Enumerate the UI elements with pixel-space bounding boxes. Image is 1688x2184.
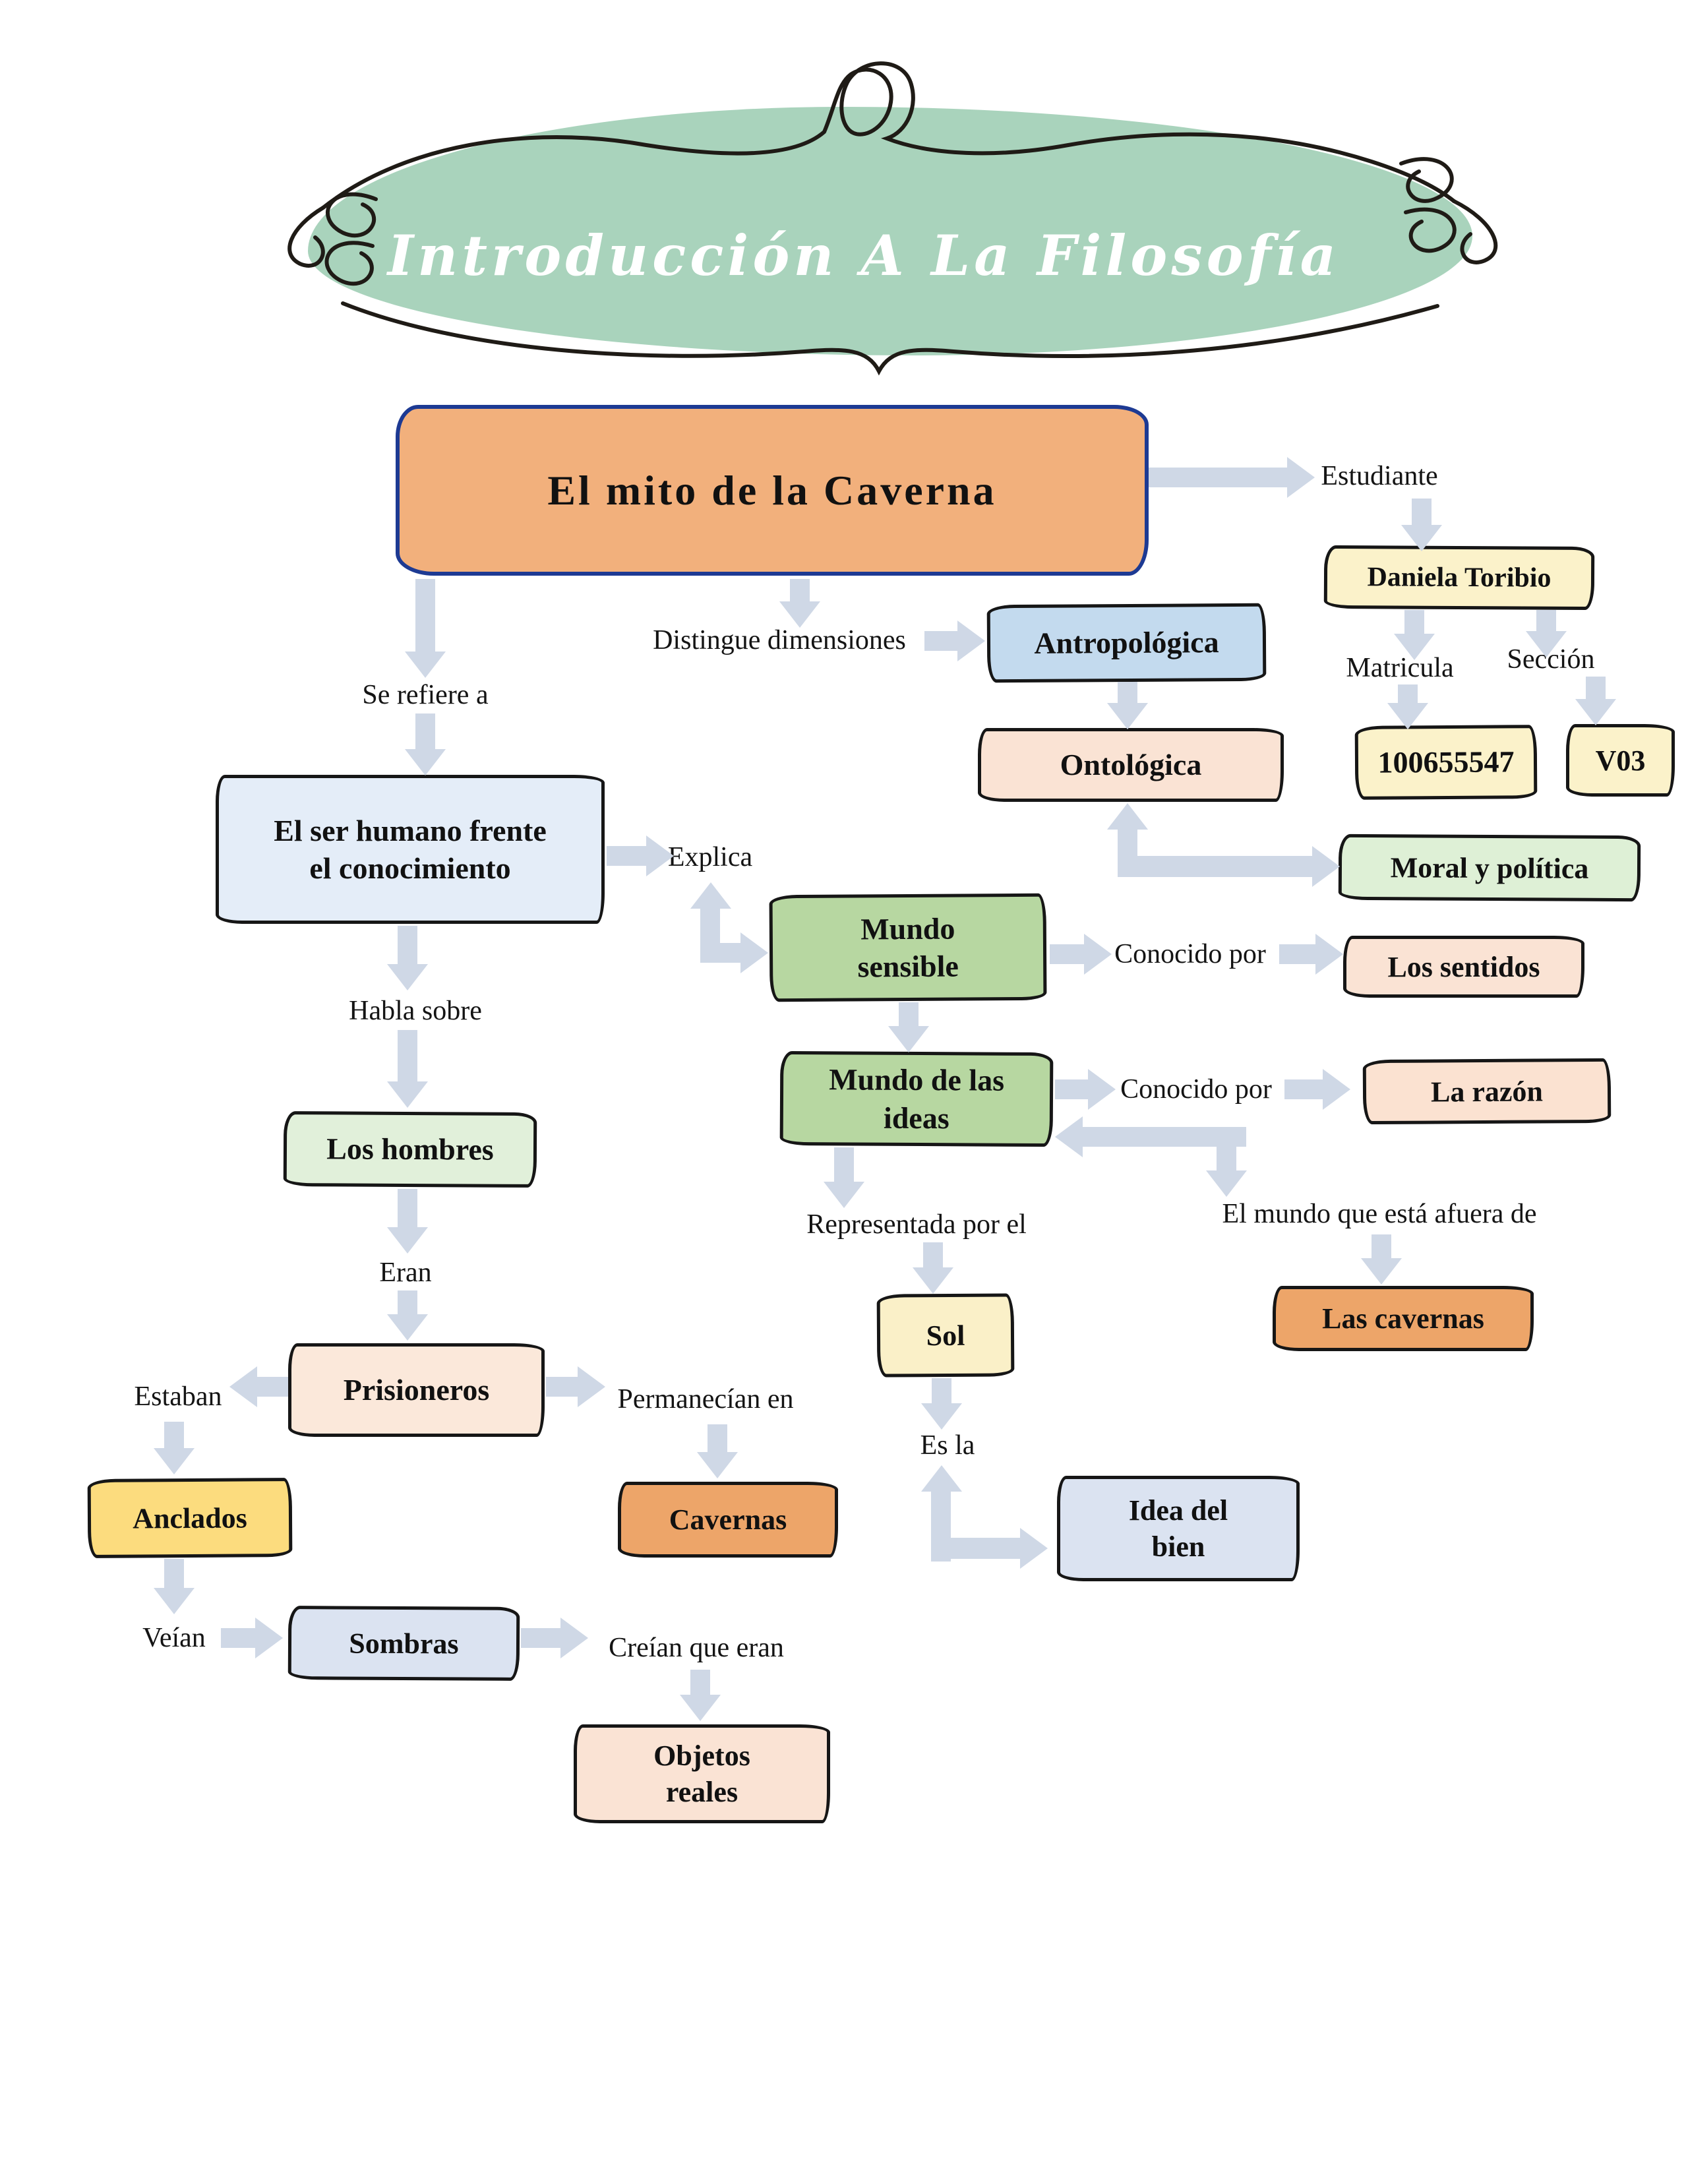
node-label: Prisioneros xyxy=(343,1373,490,1407)
label-explica: Explica xyxy=(667,842,753,872)
node-las-cavernas: Las cavernas xyxy=(1273,1286,1534,1351)
node-label: El mito de la Caverna xyxy=(547,466,997,514)
node-label-line1: Mundo de las xyxy=(829,1062,1005,1097)
label-creian: Creían que eran xyxy=(609,1633,784,1663)
node-label: Moral y política xyxy=(1390,851,1589,885)
node-moral-y-politica: Moral y política xyxy=(1338,834,1641,902)
label-conocido-por-2: Conocido por xyxy=(1120,1074,1272,1105)
node-label: Los sentidos xyxy=(1387,950,1540,983)
node-la-razon: La razón xyxy=(1362,1058,1612,1125)
label-estaban: Estaban xyxy=(134,1381,222,1412)
node-label: Sombras xyxy=(349,1627,459,1660)
node-sombras: Sombras xyxy=(287,1606,520,1681)
node-los-sentidos: Los sentidos xyxy=(1343,936,1584,998)
title-cloud xyxy=(308,107,1472,355)
label-veian: Veían xyxy=(142,1623,206,1653)
node-label-line2: ideas xyxy=(883,1101,950,1135)
node-seccion-value: V03 xyxy=(1566,724,1675,797)
node-el-mito-de-la-caverna: El mito de la Caverna xyxy=(396,405,1149,576)
label-habla-sobre: Habla sobre xyxy=(349,996,482,1026)
label-representada: Representada por el xyxy=(806,1209,1027,1240)
label-permanecian: Permanecían en xyxy=(617,1384,794,1414)
node-label-line2: reales xyxy=(665,1776,738,1808)
node-idea-del-bien: Idea del bien xyxy=(1057,1476,1300,1581)
node-label: Las cavernas xyxy=(1322,1302,1484,1335)
node-label: La razón xyxy=(1430,1074,1544,1108)
node-label-line2: el conocimiento xyxy=(309,851,511,885)
node-los-hombres: Los hombres xyxy=(283,1110,537,1188)
label-distingue: Distingue dimensiones xyxy=(653,625,906,655)
node-sol: Sol xyxy=(876,1293,1015,1378)
node-prisioneros: Prisioneros xyxy=(288,1343,545,1437)
node-ser-humano: El ser humano frente el conocimiento xyxy=(216,775,605,924)
node-objetos-reales: Objetos reales xyxy=(574,1724,830,1823)
node-daniela-toribio: Daniela Toribio xyxy=(1323,545,1595,611)
node-label: Ontológica xyxy=(1060,748,1202,782)
label-se-refiere: Se refiere a xyxy=(362,680,489,710)
label-eran: Eran xyxy=(379,1258,432,1288)
node-label-line2: sensible xyxy=(857,949,959,984)
node-cavernas: Cavernas xyxy=(618,1482,838,1558)
node-label: V03 xyxy=(1595,744,1646,777)
label-el-mundo-afuera: El mundo que está afuera de xyxy=(1222,1199,1537,1229)
node-label: Antropológica xyxy=(1034,625,1219,661)
label-es-la: Es la xyxy=(920,1430,975,1461)
node-label: Cavernas xyxy=(669,1503,787,1536)
node-matricula-value: 100655547 xyxy=(1354,725,1538,800)
node-mundo-sensible: Mundo sensible xyxy=(769,893,1047,1002)
node-label-line1: Mundo xyxy=(860,911,955,946)
node-label-line2: bien xyxy=(1151,1531,1205,1563)
node-anclados: Anclados xyxy=(87,1478,293,1558)
node-ontologica: Ontológica xyxy=(978,728,1284,802)
cloud-swirl-decoration xyxy=(287,61,1498,376)
node-antropologica: Antropológica xyxy=(986,603,1267,683)
node-mundo-de-las-ideas: Mundo de las ideas xyxy=(779,1050,1054,1147)
node-label: Daniela Toribio xyxy=(1367,562,1552,593)
node-label: 100655547 xyxy=(1377,744,1515,779)
node-label-line1: El ser humano frente xyxy=(274,813,547,847)
node-label: Sol xyxy=(926,1319,965,1352)
node-label: Anclados xyxy=(133,1501,247,1535)
node-label-line1: Idea del xyxy=(1128,1494,1228,1527)
label-estudiante: Estudiante xyxy=(1321,461,1438,491)
node-label-line1: Objetos xyxy=(653,1740,750,1772)
page-title: Introducción A La Filosofía xyxy=(387,223,1341,288)
node-label: Los hombres xyxy=(326,1132,494,1167)
label-conocido-por-1: Conocido por xyxy=(1114,939,1266,969)
